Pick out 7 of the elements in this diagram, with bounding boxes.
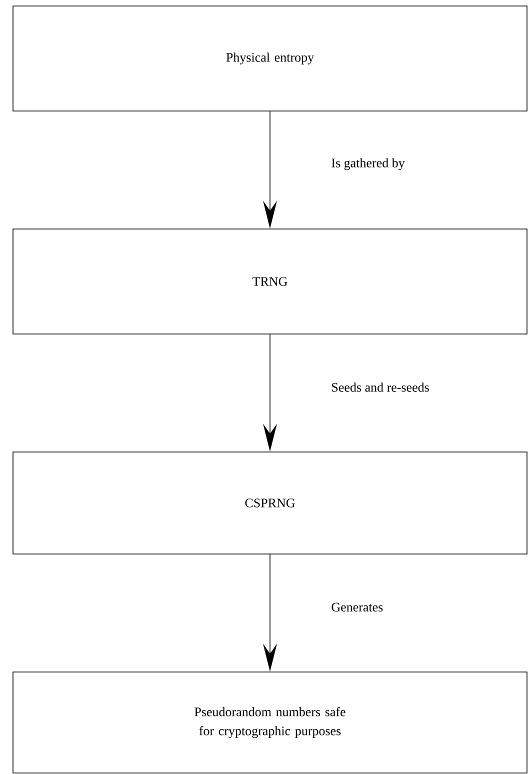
process-box: Physical entropy — [12, 6, 528, 112]
edge-label: Seeds and re-seeds — [332, 382, 429, 392]
process-box: Pseudorandom numbers safe for cryptographic purposes — [12, 672, 528, 774]
process-box: CSPRNG — [12, 452, 528, 554]
edge-label: Is gathered by — [332, 158, 405, 170]
edge-label: Generates — [332, 602, 383, 612]
process-box: TRNG — [12, 228, 528, 334]
